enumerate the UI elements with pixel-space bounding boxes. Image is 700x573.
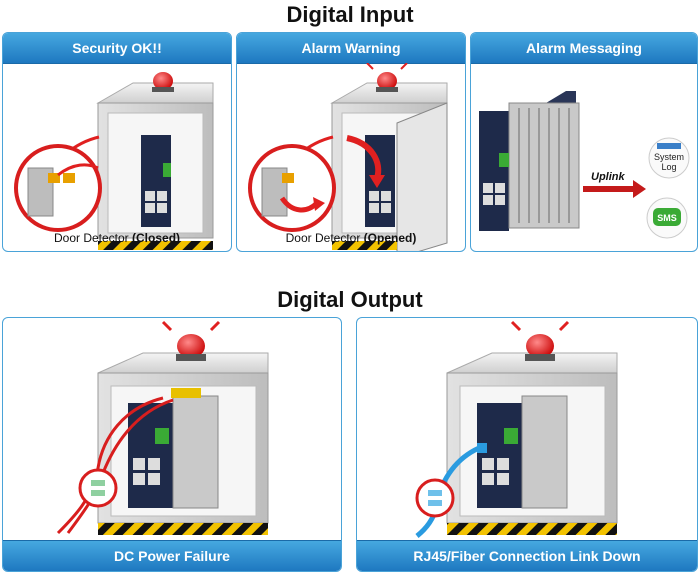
alarm-light-icon: [152, 72, 174, 92]
panel-title: Alarm Messaging: [471, 33, 697, 64]
caption-text: Door Detector: [285, 231, 364, 245]
panel-title: DC Power Failure: [3, 540, 341, 571]
router-device-icon: [477, 395, 568, 509]
panel-title: RJ45/Fiber Connection Link Down: [357, 540, 697, 571]
sms-icon: SMS: [646, 197, 688, 239]
router-device-icon: [479, 91, 580, 231]
ethernet-plug-icon: [78, 468, 118, 508]
panel-alarm-messaging: Alarm Messaging Uplink System Log: [470, 32, 698, 252]
alarm-light-icon: [510, 320, 570, 361]
panel-alarm-warning: Alarm Warning Door Detector: [236, 32, 466, 252]
alarm-warning-illustration: [248, 63, 448, 251]
alarm-light-icon: [366, 63, 408, 92]
door-detector-icon: [248, 144, 336, 232]
digital-output-heading: Digital Output: [277, 287, 423, 312]
ethernet-plug-icon: [415, 478, 455, 518]
system-log-line2: Log: [661, 162, 676, 172]
panel-link-down: RJ45/Fiber Connection Link Down: [356, 317, 698, 572]
door-detector-caption: Door Detector (Closed): [3, 231, 231, 245]
alarm-light-icon: [161, 320, 221, 361]
security-ok-illustration: [14, 72, 214, 250]
sms-label: SMS: [657, 213, 677, 223]
link-down-illustration: [415, 320, 618, 538]
uplink-label: Uplink: [591, 171, 625, 183]
dc-power-failure-illustration: [56, 320, 269, 535]
system-log-line1: System: [654, 152, 684, 162]
door-detector-icon: [14, 144, 102, 232]
uplink-arrow-icon: [583, 180, 646, 198]
caption-state: (Opened): [363, 231, 417, 245]
caption-state: (Closed): [132, 231, 181, 245]
panel-security-ok: Security OK!! Door Detect: [2, 32, 232, 252]
system-log-icon: System Log: [648, 137, 690, 179]
alarm-messaging-illustration: Uplink System Log SMS: [479, 91, 690, 239]
router-device-icon: [141, 135, 171, 227]
panel-dc-power-failure: DC Power Failure: [2, 317, 342, 572]
digital-input-heading: Digital Input: [286, 2, 414, 27]
panel-title: Security OK!!: [3, 33, 231, 64]
panel-title: Alarm Warning: [237, 33, 465, 64]
caption-text: Door Detector: [53, 231, 133, 245]
door-detector-caption: Door Detector (Opened): [237, 231, 465, 245]
